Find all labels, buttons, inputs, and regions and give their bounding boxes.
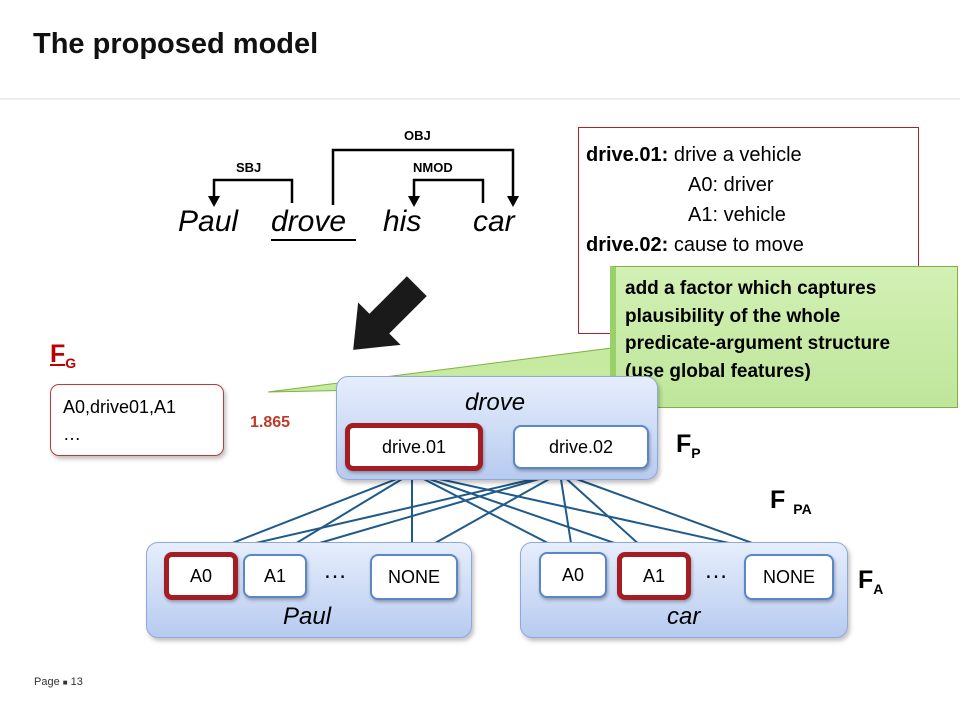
more-roles-ellipsis: … [323,557,347,584]
word-paul: Paul [178,205,239,238]
predicate-group: drove drive.01 drive.02 [336,376,658,480]
word-his: his [383,205,422,238]
argument-group-label: car [667,603,701,630]
sense-line-a0: A0: driver [688,174,774,196]
global-factor-score: 1.865 [250,414,291,431]
callout-line-1: add a factor which captures [625,278,877,299]
callout-box: add a factor which captures plausibility… [610,266,958,408]
predicate-factor-label: FP [676,430,701,461]
dep-label-obj: OBJ [404,128,431,143]
dep-label-nmod: NMOD [413,160,453,175]
dependency-arc-sbj [212,178,294,203]
predicate-option-drive01[interactable]: drive.01 [345,423,483,471]
argument-group-paul: A0 A1 … NONE Paul [146,542,472,638]
more-roles-ellipsis: … [704,557,728,584]
role-option-a0[interactable]: A0 [164,552,238,600]
sense-key: drive.02: [586,234,669,256]
sense-line-drive01: drive.01: drive a vehicle [586,144,802,167]
role-option-a1[interactable]: A1 [617,552,691,600]
dependency-arrowhead-nmod [408,196,420,207]
predicate-group-label: drove [465,389,526,416]
global-factor-line-2: … [63,424,81,444]
word-drove: drove [271,205,347,238]
global-factor-box: A0,drive01,A1 … [50,384,224,456]
sense-text: drive a vehicle [673,144,802,166]
global-factor-line-1: A0,drive01,A1 [63,397,177,417]
dependency-arc-nmod [412,178,485,203]
page-number: 13 [70,676,83,688]
page-label: Page [34,676,60,688]
sense-line-a1: A1: vehicle [688,204,786,226]
big-down-arrow [353,276,427,350]
argument-group-label: Paul [283,603,332,630]
role-option-a0[interactable]: A0 [539,552,607,598]
role-option-none[interactable]: NONE [744,554,834,600]
word-car: car [473,205,515,238]
role-option-none[interactable]: NONE [370,554,458,600]
role-option-a1[interactable]: A1 [243,554,307,598]
sense-line-drive02: drive.02: cause to move [586,234,804,257]
dep-label-sbj: SBJ [236,160,262,175]
argument-factor-label: FA [858,566,884,597]
dependency-arc-obj [331,148,515,205]
dependency-arrowhead-obj [507,196,519,207]
page-separator: ■ [62,678,68,687]
global-factor-label: FG [50,340,77,371]
page-footer: Page ■ 13 [34,676,83,688]
argument-group-car: A0 A1 … NONE car [520,542,848,638]
callout-line-2: plausibility of the whole [625,305,841,327]
callout-line-3: predicate-argument structure [625,333,891,354]
sense-text: cause to move [673,234,804,256]
callout-line-4: (use global features) [625,360,811,382]
title-divider [0,98,960,100]
sense-key: drive.01: [586,144,669,166]
dependency-arrowhead-sbj [208,196,220,207]
predicate-option-drive02[interactable]: drive.02 [513,425,649,469]
slide-title: The proposed model [33,28,319,60]
